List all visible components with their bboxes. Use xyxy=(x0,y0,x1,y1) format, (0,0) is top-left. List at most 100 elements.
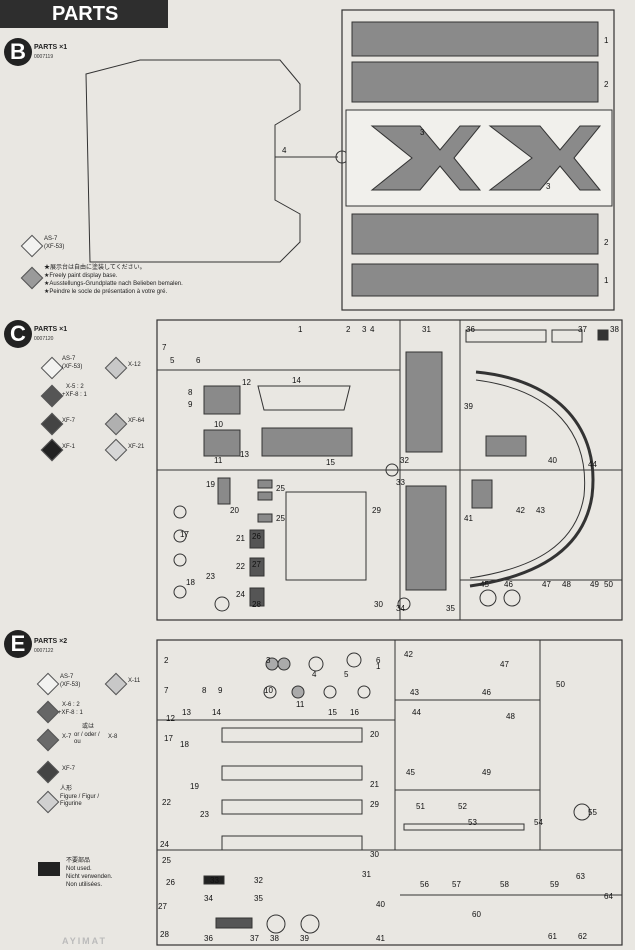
sprue-e-part-number: 48 xyxy=(506,712,515,721)
sprue-c-part-number: 24 xyxy=(236,590,245,599)
sprue-e-part-number: 25 xyxy=(162,856,171,865)
sprue-e-part-number: 63 xyxy=(576,872,585,881)
sprue-c-part-number: 30 xyxy=(374,600,383,609)
sprue-b-part-number: 4 xyxy=(282,146,287,155)
not-used-ja: 不要部品 xyxy=(66,858,91,864)
section-c-paint-x12: X-12 xyxy=(128,362,141,368)
sprue-b-part-number: 1 xyxy=(604,36,609,45)
section-e-paint-or: or / oder / ou xyxy=(74,732,100,745)
sprue-c-part-number: 13 xyxy=(240,450,249,459)
sprue-c-part-number: 7 xyxy=(162,343,167,352)
sprue-e-part-number: 16 xyxy=(350,708,359,717)
sprue-c-part-number: 29 xyxy=(372,506,381,515)
section-c-badge: C xyxy=(4,320,32,348)
section-c-code: 0007120 xyxy=(34,336,54,342)
sprue-e-part-number: 36 xyxy=(204,934,213,943)
sprue-e-part-number: 1 xyxy=(376,662,381,671)
sprue-e-part-number: 21 xyxy=(370,780,379,789)
sprue-c-part-number: 4 xyxy=(370,325,375,334)
sprue-e-part-number: 24 xyxy=(160,840,169,849)
section-b-code: 0007119 xyxy=(34,54,54,60)
sprue-e-part-number: 12 xyxy=(166,714,175,723)
section-e-code: 0007122 xyxy=(34,648,54,654)
section-e-paint-figure: Figure / Figur / Figurine xyxy=(60,794,100,807)
sprue-e-part-number: 49 xyxy=(482,768,491,777)
sprue-c-part-number: 21 xyxy=(236,534,245,543)
section-e-paint-x6-sub: +XF-8 : 1 xyxy=(58,710,83,716)
sprue-e-part-number: 55 xyxy=(588,808,597,817)
section-b-note-fr: ★Peindre le socle de présentation à votr… xyxy=(44,289,168,295)
sprue-e-part-number: 28 xyxy=(160,930,169,939)
x-part-3-left xyxy=(370,125,482,191)
sprue-c-part-number: 50 xyxy=(604,580,613,589)
sprue-c-part-number: 36 xyxy=(466,325,475,334)
sprue-c-part-number: 33 xyxy=(396,478,405,487)
sprue-e-part-number: 62 xyxy=(578,932,587,941)
not-used-en: Not used. xyxy=(66,866,92,872)
sprue-e-part-number: 51 xyxy=(416,802,425,811)
sprue-e-frame xyxy=(156,639,623,946)
sprue-c-part-number: 25 xyxy=(276,484,285,493)
sprue-c-part-number: 18 xyxy=(186,578,195,587)
sprue-e-part-number: 5 xyxy=(344,670,349,679)
sprue-c-part-number: 47 xyxy=(542,580,551,589)
sprue-c-part-number: 3 xyxy=(362,325,367,334)
sprue-e-part-number: 35 xyxy=(254,894,263,903)
sprue-c-part-number: 37 xyxy=(578,325,587,334)
sprue-c-part-number: 17 xyxy=(180,530,189,539)
section-b-note-de: ★Ausstellungs-Grundplatte nach Belieben … xyxy=(44,281,183,287)
section-e-paint-as7-sub: (XF-53) xyxy=(60,682,81,688)
sprue-c-part-number: 44 xyxy=(588,460,597,469)
sprue-c-part-number: 42 xyxy=(516,506,525,515)
sprue-e-part-number: 47 xyxy=(500,660,509,669)
sprue-c-part-number: 22 xyxy=(236,562,245,571)
sprue-e-part-number: 9 xyxy=(218,686,223,695)
sprue-e-part-number: 8 xyxy=(202,686,207,695)
sprue-c-part-number: 31 xyxy=(422,325,431,334)
sprue-c-part-number: 46 xyxy=(504,580,513,589)
sprue-c-part-number: 45 xyxy=(480,580,489,589)
sprue-e-part-number: 10 xyxy=(264,686,273,695)
sprue-e-part-number: 44 xyxy=(412,708,421,717)
sprue-c-part-number: 1 xyxy=(298,325,303,334)
sprue-e-part-number: 38 xyxy=(270,934,279,943)
sprue-c-part-number: 20 xyxy=(230,506,239,515)
sprue-c-part-number: 12 xyxy=(242,378,251,387)
sprue-e-part-number: 54 xyxy=(534,818,543,827)
section-c-paint-as7-sub: (XF-53) xyxy=(62,364,83,370)
sprue-c-part-number: 2 xyxy=(346,325,351,334)
sprue-e-part-number: 37 xyxy=(250,934,259,943)
not-used-fr: Non utilisées. xyxy=(66,882,103,888)
section-e-paint-xf7: XF-7 xyxy=(62,766,76,772)
section-e-paint-x7: X-7 xyxy=(62,734,72,740)
sprue-e-part-number: 53 xyxy=(468,818,477,827)
sprue-e-part-number: 17 xyxy=(164,734,173,743)
section-e-parts-label: PARTS ×2 xyxy=(34,638,68,645)
sprue-c-part-number: 35 xyxy=(446,604,455,613)
sprue-e-part-number: 2 xyxy=(164,656,169,665)
x-part-3-right xyxy=(488,125,602,191)
sprue-c-part-number: 34 xyxy=(396,604,405,613)
sprue-b-part-number: 3 xyxy=(420,128,425,137)
sprue-e-part-number: 3 xyxy=(266,656,271,665)
sprue-e-part-number: 13 xyxy=(182,708,191,717)
sprue-e-part-number: 7 xyxy=(164,686,169,695)
sprue-e-part-number: 29 xyxy=(370,800,379,809)
sprue-c-part-number: 10 xyxy=(214,420,223,429)
sprue-c-part-number: 41 xyxy=(464,514,473,523)
section-e-paint-x8: X-8 xyxy=(108,734,118,740)
section-b-note-ja: ★展示台は自由に塗装してください。 xyxy=(44,265,146,271)
sprue-e-part-number: 50 xyxy=(556,680,565,689)
section-e-badge: E xyxy=(4,630,32,658)
sprue-c-part-number: 15 xyxy=(326,458,335,467)
sprue-e-part-number: 32 xyxy=(254,876,263,885)
sprue-c-part-number: 19 xyxy=(206,480,215,489)
sprue-c-part-number: 27 xyxy=(252,560,261,569)
section-b-paint-sub: (XF-53) xyxy=(44,244,65,250)
sprue-e-part-number: 39 xyxy=(300,934,309,943)
sprue-c-part-number: 40 xyxy=(548,456,557,465)
display-base-part-4 xyxy=(85,59,301,263)
sprue-e-part-number: 20 xyxy=(370,730,379,739)
sprue-c-part-number: 9 xyxy=(188,400,193,409)
